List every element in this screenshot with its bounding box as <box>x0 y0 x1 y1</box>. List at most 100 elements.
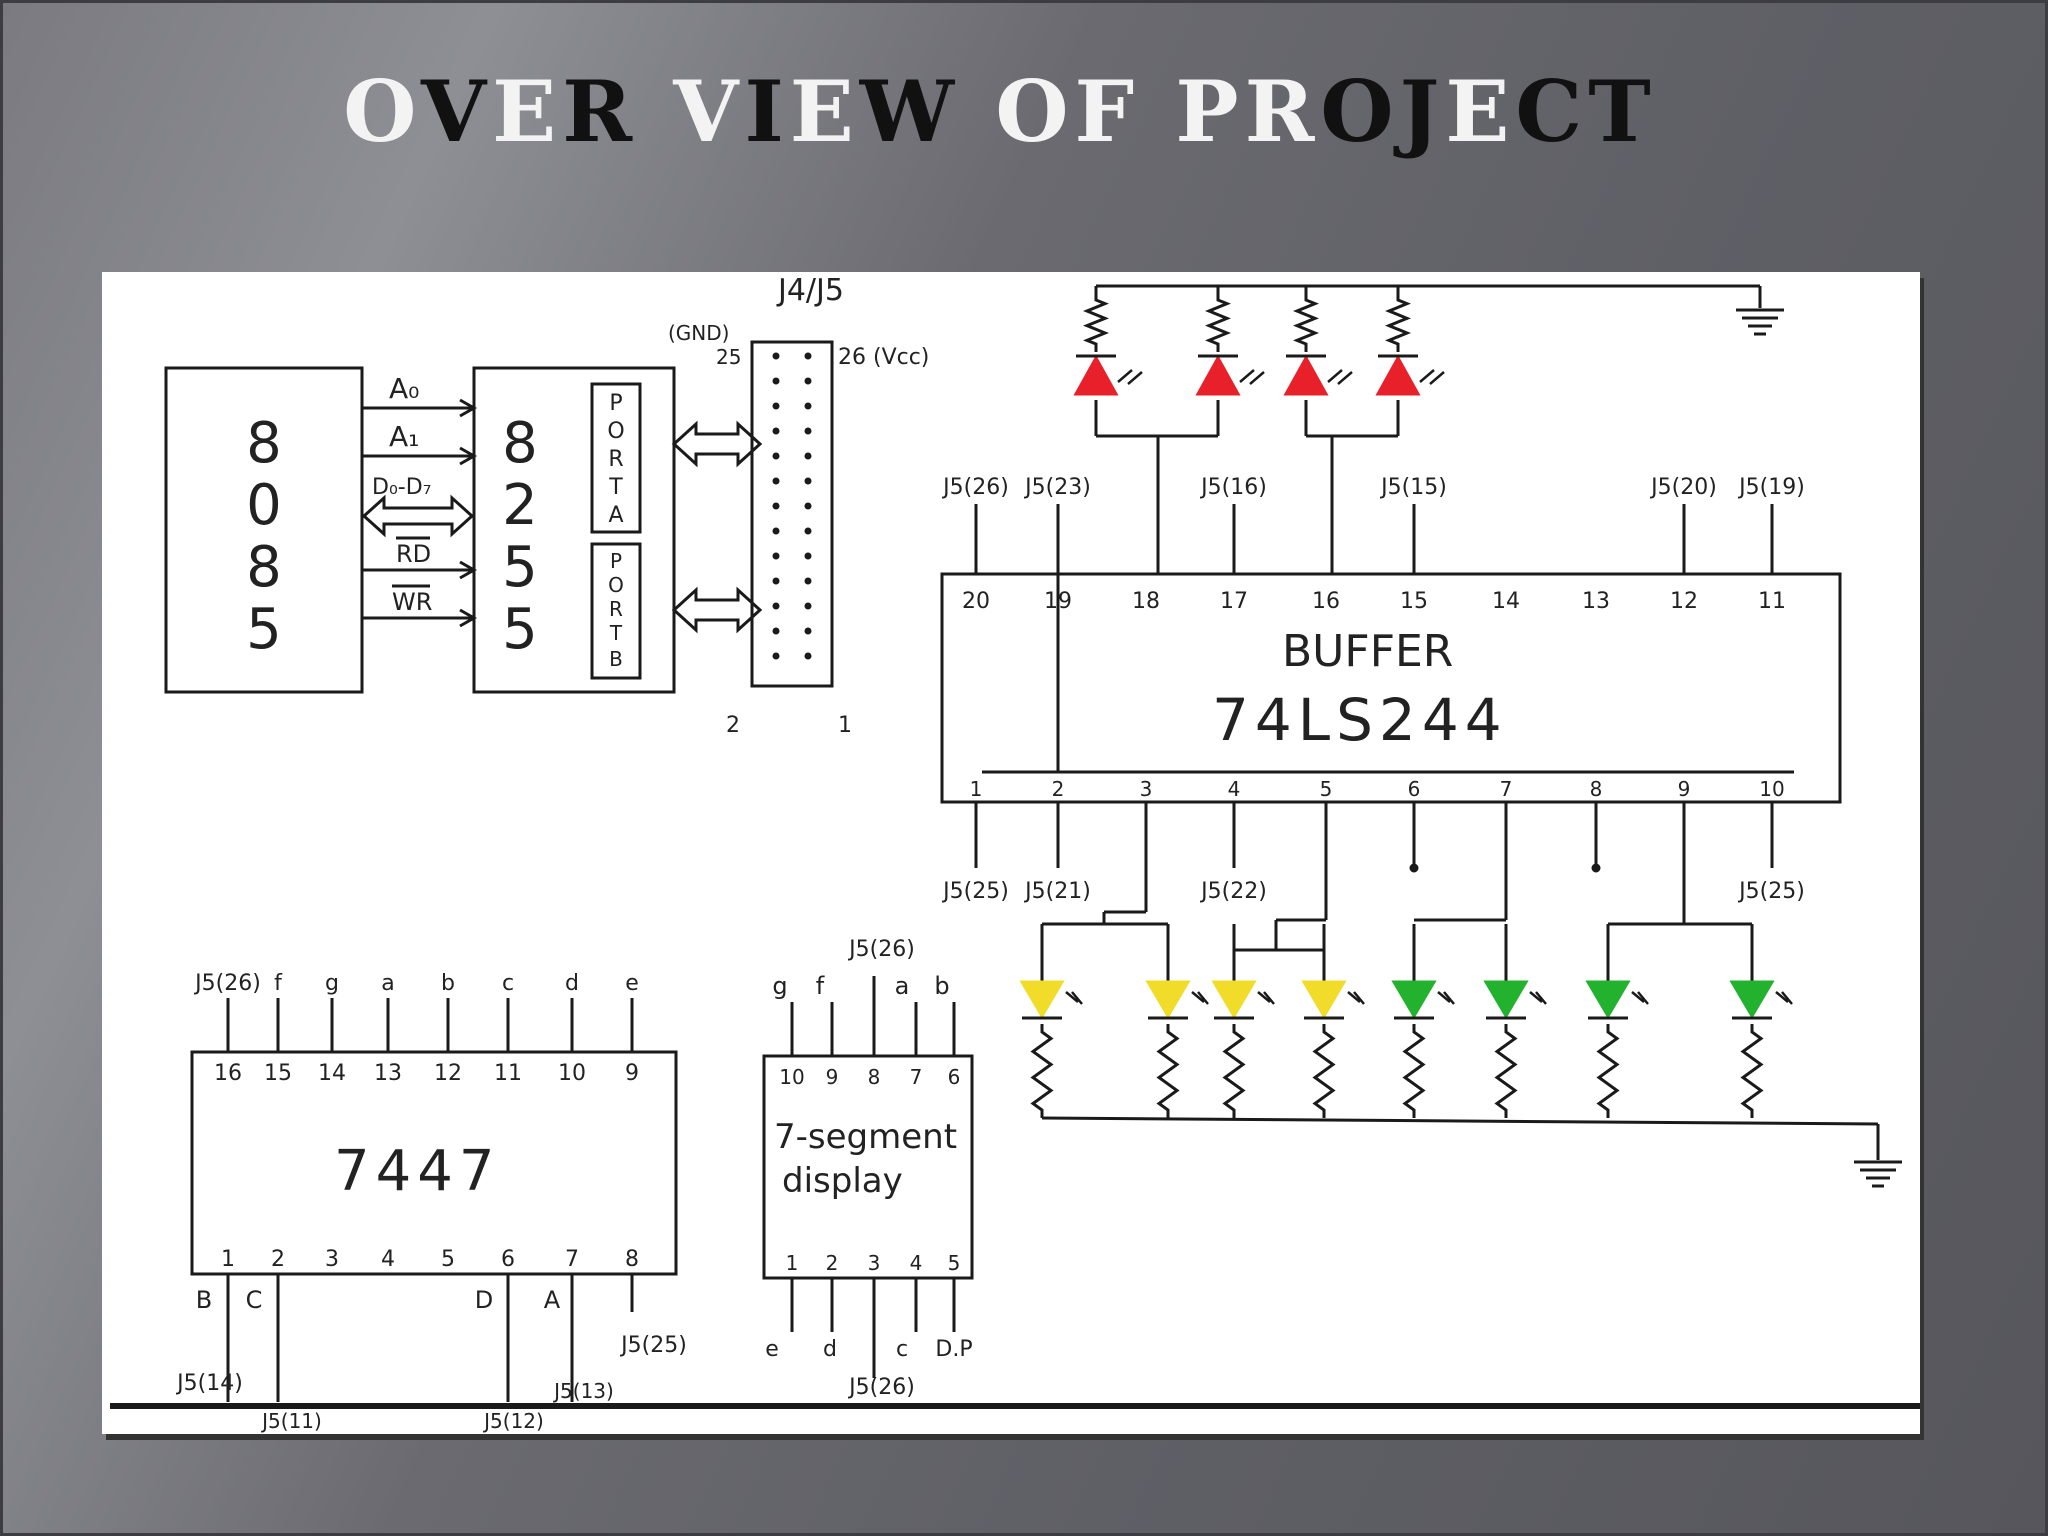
decoder-jumper-label: J5(12) <box>482 1409 544 1433</box>
decoder-jumper-label: J5(25) <box>619 1333 687 1358</box>
seven-seg-top-label: f <box>816 972 825 1000</box>
resistor-icon <box>1312 1024 1336 1118</box>
decoder-part-number: 7447 <box>334 1139 501 1204</box>
connector-pin-dot <box>804 652 812 660</box>
ppi-8255-label: 8 2 5 5 <box>502 411 538 662</box>
buffer-pin-number: 18 <box>1132 589 1160 614</box>
title-fragment: E <box>789 62 860 161</box>
decoder-top-label: a <box>381 971 394 996</box>
title-fragment: OJ <box>1320 62 1446 161</box>
connector-pin-dot <box>772 652 780 660</box>
connector-pin-dot <box>772 452 780 460</box>
data-bus-arrow <box>361 494 475 538</box>
buffer-bottom-jumper-label: J5(25) <box>1737 879 1805 904</box>
connector-pin-dot <box>772 627 780 635</box>
top-ground-icon <box>1736 308 1784 336</box>
decoder-top-label: b <box>441 971 455 996</box>
cpu-digit: 5 <box>246 597 282 662</box>
decoder-pin-number: 14 <box>318 1061 346 1086</box>
port-b-char: P <box>610 549 622 573</box>
buffer-bottom-jumper-label: J5(22) <box>1199 879 1267 904</box>
decoder-top-label: J5(26) <box>193 971 261 996</box>
connector-pin-dot <box>772 527 780 535</box>
resistor-icon <box>1030 1024 1054 1118</box>
title-fragment: R <box>1244 62 1321 161</box>
seven-seg-pin-number: 5 <box>948 1251 961 1275</box>
seven-seg-bottom-label: e <box>765 1337 779 1362</box>
resistor-icon <box>1205 292 1231 352</box>
seven-seg-pin-number: 10 <box>779 1065 804 1089</box>
connector-pin-dot <box>804 577 812 585</box>
title-fragment: E <box>1445 62 1516 161</box>
led-icon <box>1145 980 1209 1020</box>
connector-pin-dot <box>804 377 812 385</box>
port-a-arrow <box>671 420 763 468</box>
led-icon <box>1211 980 1275 1020</box>
connector-pin-dot <box>804 352 812 360</box>
port-b-arrow <box>671 586 763 634</box>
port-b-box <box>590 542 642 680</box>
decoder-top-label: d <box>565 971 579 996</box>
decoder-pin-number: 10 <box>558 1061 586 1086</box>
buffer-pin-number: 3 <box>1140 777 1153 801</box>
connector-pin-dot <box>772 402 780 410</box>
bus-label-a1: A₁ <box>389 420 419 453</box>
seven-seg-pin-number: 9 <box>826 1065 839 1089</box>
bottom-ground-rail <box>1041 1116 1879 1126</box>
connector-gnd-label: (GND) <box>668 321 729 345</box>
connector-pin-dot <box>804 602 812 610</box>
ppi-digit: 8 <box>502 411 538 476</box>
port-b-char: T <box>609 621 623 645</box>
buffer-74ls244-box <box>940 572 1842 804</box>
seven-seg-bottom-label: D.P <box>935 1337 972 1362</box>
buffer-part-number: 74LS244 <box>1212 686 1508 754</box>
title-fragment: R <box>562 62 674 161</box>
decoder-pin-number: 7 <box>565 1247 579 1272</box>
decoder-pin-number: 2 <box>271 1247 285 1272</box>
buffer-pin-number: 17 <box>1220 589 1248 614</box>
buffer-pin-number: 2 <box>1052 777 1065 801</box>
seven-seg-pin-number: 1 <box>786 1251 799 1275</box>
decoder-bottom-label: A <box>544 1286 561 1314</box>
buffer-label: BUFFER 74LS244 <box>1212 626 1508 754</box>
connector-pin-dot <box>772 502 780 510</box>
resistor-icon <box>1596 1024 1620 1118</box>
buffer-pin-number: 16 <box>1312 589 1340 614</box>
title-fragment: V <box>420 62 493 161</box>
connector-pin-dot <box>772 602 780 610</box>
led-icon <box>1301 980 1365 1020</box>
decoder-jumper-label: J5(13) <box>552 1379 614 1403</box>
buffer-top-jumper-label: J5(26) <box>941 475 1009 500</box>
decoder-pin-number: 4 <box>381 1247 395 1272</box>
resistor-icon <box>1494 1024 1518 1118</box>
connector-pin-dot <box>804 452 812 460</box>
connector-pin-dot <box>804 402 812 410</box>
led-icon <box>1375 354 1445 396</box>
resistor-icon <box>1222 1024 1246 1118</box>
title-fragment: O <box>343 62 421 161</box>
led-icon <box>1283 354 1353 396</box>
connector-pin-dot <box>772 377 780 385</box>
seven-seg-pin-number: 2 <box>826 1251 839 1275</box>
connector-title: J4/J5 <box>776 273 844 308</box>
port-a-char: A <box>608 503 623 528</box>
seven-segment-label: 7-segment display <box>774 1117 957 1201</box>
seven-seg-pin-number: 7 <box>910 1065 923 1089</box>
decoder-pin-number: 16 <box>214 1061 242 1086</box>
decoder-bottom-label: C <box>246 1286 263 1314</box>
led-icon <box>1729 980 1793 1020</box>
title-fragment: I <box>744 62 790 161</box>
connector-pin-dot <box>804 527 812 535</box>
buffer-top-jumper-label: J5(16) <box>1199 475 1267 500</box>
buffer-top-jumper-label: J5(19) <box>1737 475 1805 500</box>
decoder-pin-number: 9 <box>625 1061 639 1086</box>
connector-pin-dot <box>772 427 780 435</box>
title-fragment: CT <box>1515 62 1657 161</box>
ppi-digit: 5 <box>502 597 538 662</box>
cpu-digit: 8 <box>246 535 282 600</box>
resistor-icon <box>1083 292 1109 352</box>
decoder-top-label: e <box>625 971 639 996</box>
title-fragment: OF <box>995 62 1176 161</box>
buffer-name: BUFFER <box>1282 626 1453 677</box>
